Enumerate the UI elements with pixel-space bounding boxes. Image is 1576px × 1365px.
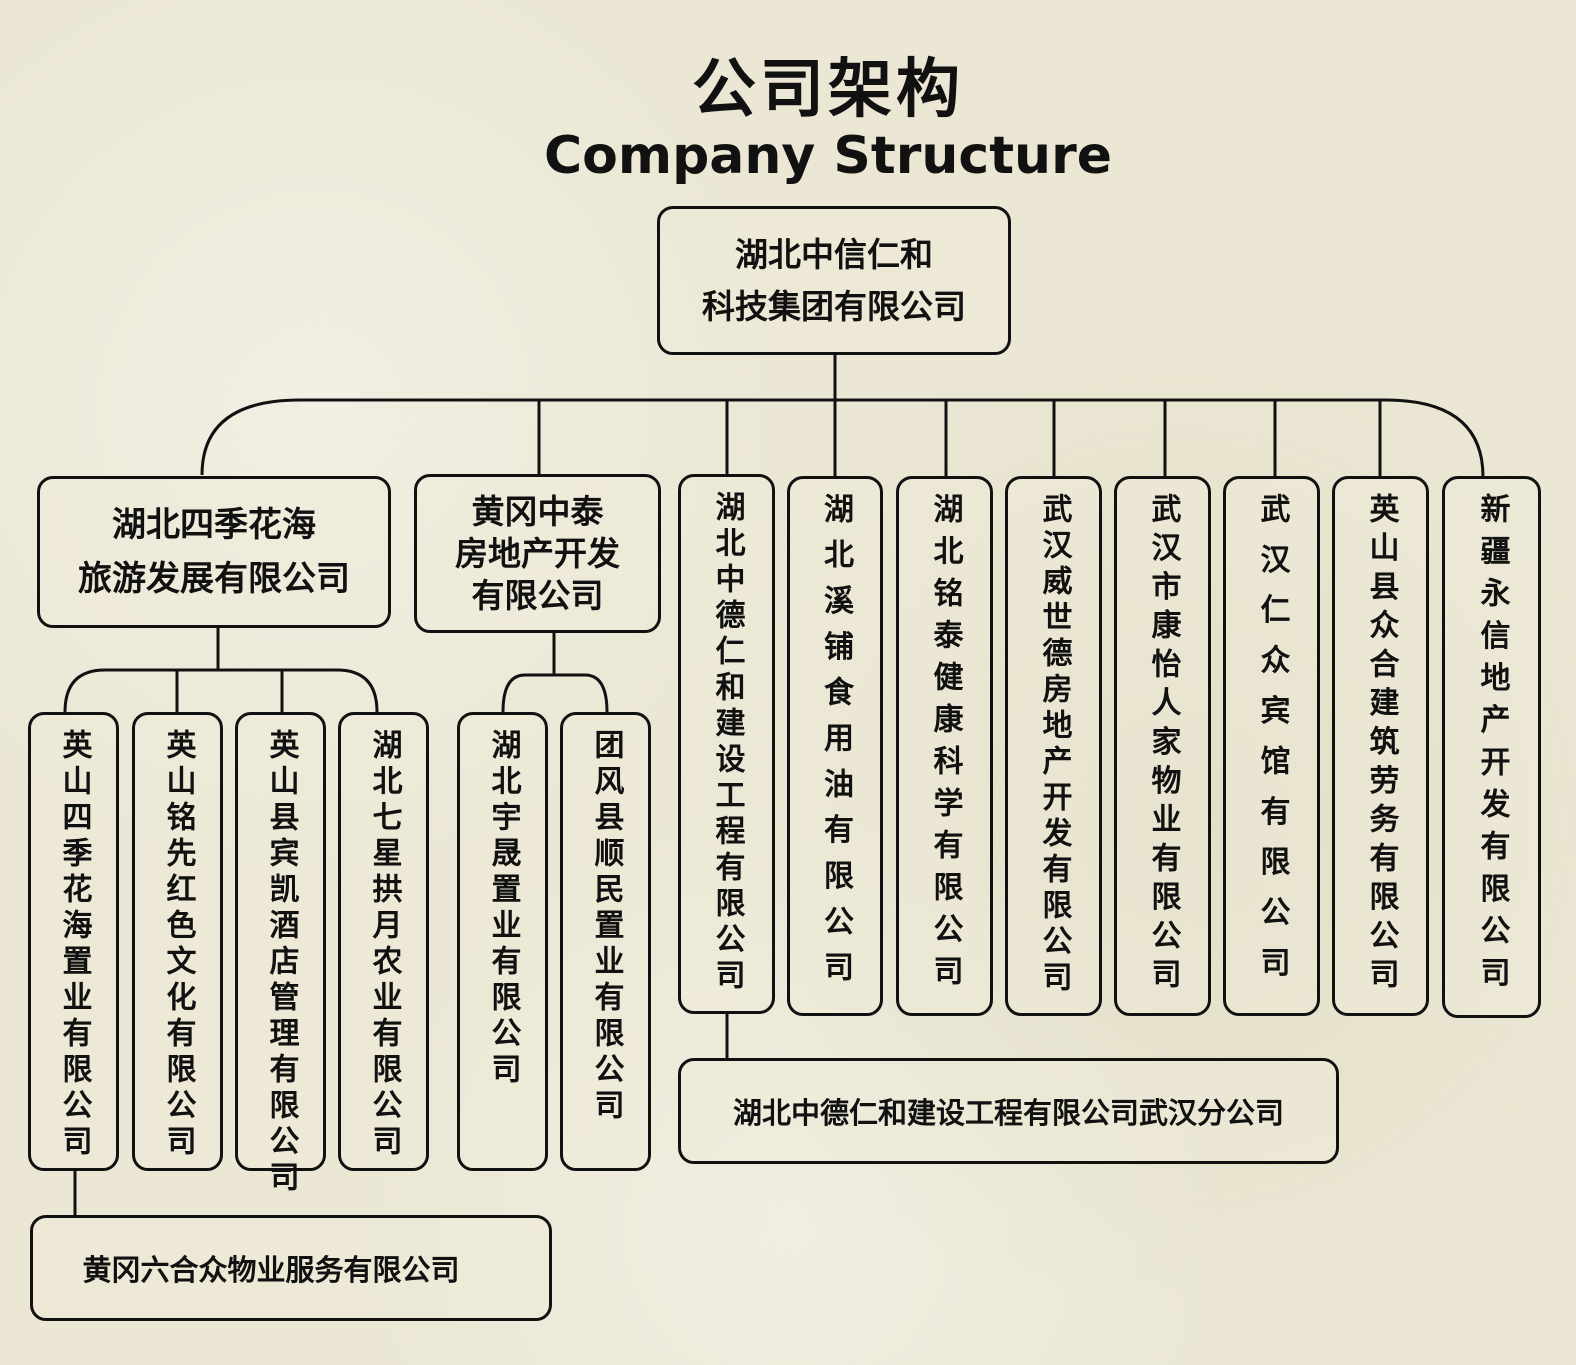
l1-vertical-company-box: 武汉市康怡人家物业有限公司 (1114, 476, 1211, 1016)
l2-company-box: 英山县宾凯酒店管理有限公司 (235, 712, 326, 1197)
siji-line1: 湖北四季花海 (112, 505, 316, 545)
company-name: 新疆永信地产开发有限公司 (1474, 493, 1510, 999)
l2-company-box: 团风县顺民置业有限公司 (560, 712, 651, 1171)
l1-vertical-company-box: 湖北中德仁和建设工程有限公司 (678, 474, 775, 1014)
company-name: 英山四季花海置业有限公司 (56, 729, 92, 1161)
l2-company-box: 湖北宇晟置业有限公司 (457, 712, 548, 1171)
company-name: 武汉威世德房地产开发有限公司 (1036, 493, 1072, 997)
connector-zhongtai (501, 632, 609, 713)
l1-vertical-company-box: 湖北铭泰健康科学有限公司 (896, 476, 993, 1016)
zhongde-branch-name: 湖北中德仁和建设工程有限公司武汉分公司 (732, 1096, 1284, 1130)
wuye-company-box: 黄冈六合众物业服务有限公司 (30, 1215, 552, 1321)
company-name: 武汉仁众宾馆有限公司 (1254, 493, 1290, 997)
connector-drops (537, 400, 1382, 476)
company-name: 英山县众合建筑劳务有限公司 (1363, 493, 1399, 997)
connector-main-bar (200, 398, 1485, 478)
siji-company-box: 湖北四季花海 旅游发展有限公司 (37, 476, 391, 628)
l2-company-box: 湖北七星拱月农业有限公司 (338, 712, 429, 1171)
l2-company-box: 英山四季花海置业有限公司 (28, 712, 119, 1171)
root-line1: 湖北中信仁和 (735, 234, 933, 274)
page-title-cn: 公司架构 (692, 53, 964, 127)
company-name: 湖北中德仁和建设工程有限公司 (709, 491, 745, 995)
zhongtai-line1: 黄冈中泰 (471, 491, 604, 531)
l1-vertical-company-box: 武汉仁众宾馆有限公司 (1223, 476, 1320, 1016)
company-name: 湖北铭泰健康科学有限公司 (927, 493, 963, 997)
root-line2: 科技集团有限公司 (702, 286, 966, 326)
page-title-en: Company Structure (544, 126, 1112, 186)
siji-line2: 旅游发展有限公司 (78, 559, 350, 599)
company-name: 湖北溪铺食用油有限公司 (818, 493, 853, 997)
connector-siji (63, 627, 379, 713)
wuye-company-name: 黄冈六合众物业服务有限公司 (82, 1253, 460, 1287)
company-name: 湖北七星拱月农业有限公司 (366, 729, 402, 1161)
l2-company-box: 英山铭先红色文化有限公司 (132, 712, 223, 1171)
company-name: 湖北宇晟置业有限公司 (485, 729, 521, 1089)
company-name: 英山铭先红色文化有限公司 (160, 729, 196, 1161)
zhongtai-line2: 房地产开发 (455, 533, 620, 573)
l1-vertical-company-box: 新疆永信地产开发有限公司 (1442, 476, 1541, 1018)
company-name: 团风县顺民置业有限公司 (588, 729, 624, 1125)
zhongtai-company-box: 黄冈中泰 房地产开发 有限公司 (414, 474, 661, 633)
l1-vertical-company-box: 英山县众合建筑劳务有限公司 (1332, 476, 1429, 1016)
company-name: 英山县宾凯酒店管理有限公司 (263, 729, 299, 1197)
l1-vertical-company-box: 湖北溪铺食用油有限公司 (787, 476, 883, 1016)
zhongde-branch-box: 湖北中德仁和建设工程有限公司武汉分公司 (678, 1058, 1339, 1164)
zhongtai-line3: 有限公司 (471, 575, 604, 615)
company-name: 武汉市康怡人家物业有限公司 (1145, 493, 1181, 997)
root-company-box: 湖北中信仁和 科技集团有限公司 (657, 206, 1011, 355)
l1-vertical-company-box: 武汉威世德房地产开发有限公司 (1005, 476, 1102, 1016)
